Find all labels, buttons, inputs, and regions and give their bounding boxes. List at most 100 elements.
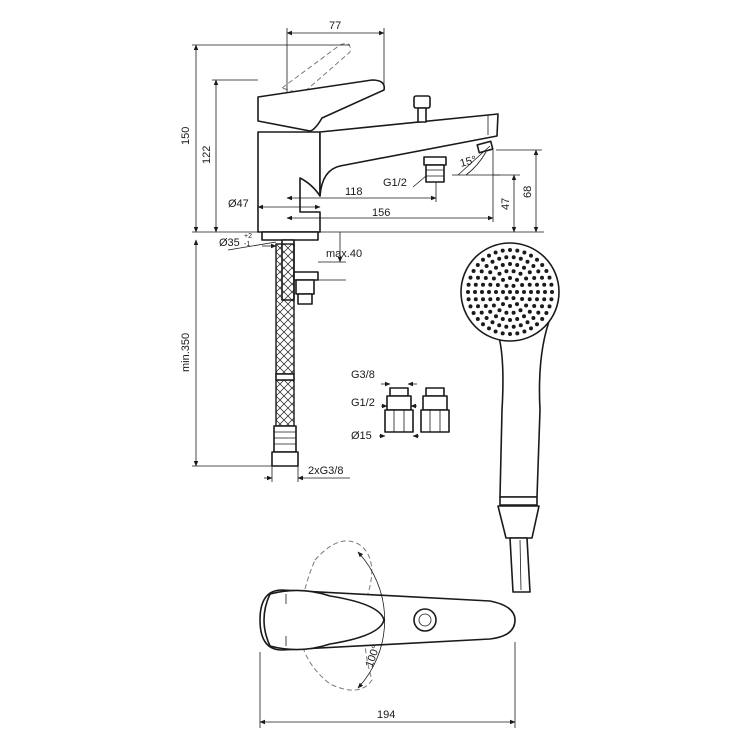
outlet-nozzle — [476, 140, 494, 154]
nozzle-dot — [529, 326, 533, 331]
supply-hose-lower — [275, 379, 295, 427]
nozzle-dot — [515, 277, 519, 282]
nozzle-dot — [497, 323, 502, 328]
nozzle-dot — [497, 271, 502, 276]
nozzle-dot — [466, 290, 470, 294]
nozzle-dot — [547, 275, 552, 280]
nozzle-dot — [508, 318, 512, 322]
nozzle-dot — [527, 297, 532, 302]
nozzle-dot — [524, 276, 529, 281]
dim-d35: Ø35 — [219, 237, 240, 249]
nozzle-dot — [518, 308, 523, 313]
nozzle-dot — [500, 317, 505, 321]
dim-g12-outlet: G1/2 — [383, 177, 407, 189]
nozzle-dot — [515, 331, 520, 336]
shower-hose — [509, 537, 531, 593]
nozzle-dot — [508, 262, 512, 266]
nozzle-dot — [483, 276, 488, 280]
nozzle-dot — [487, 253, 491, 258]
nozzle-dot — [522, 290, 526, 294]
nozzle-dot — [497, 308, 502, 313]
dim-d35-tol-plus: +2 — [244, 233, 252, 240]
nozzle-dot — [549, 282, 554, 287]
nozzle-dot — [473, 297, 478, 302]
nozzle-dot — [487, 326, 491, 331]
nozzle-dot — [475, 263, 480, 267]
nozzle-dot — [479, 310, 484, 315]
nozzle-dot — [529, 290, 533, 294]
nozzle-dot — [504, 324, 509, 329]
nozzle-dot — [487, 290, 491, 294]
nozzle-dot — [504, 296, 509, 301]
nozzle-dot — [488, 282, 493, 287]
nozzle-dot — [511, 324, 516, 329]
nozzle-dot — [493, 250, 498, 255]
nozzle-dot — [484, 264, 489, 268]
nozzle-dot — [473, 282, 478, 287]
nozzle-dot — [508, 290, 512, 294]
nozzle-dot — [493, 329, 498, 334]
nozzle-dot — [481, 322, 485, 327]
nozzle-dot — [549, 297, 554, 302]
nozzle-dot — [515, 248, 520, 253]
nozzle-dot — [531, 264, 536, 268]
nozzle-dot — [527, 282, 532, 287]
nozzle-dot — [495, 297, 500, 301]
nozzle-dot — [525, 320, 530, 325]
nozzle-dot — [504, 255, 509, 260]
nozzle-dot — [490, 320, 495, 325]
shower-outlet — [423, 156, 447, 166]
nozzle-dot — [471, 269, 476, 273]
nozzle-dot — [544, 311, 549, 315]
nozzle-dot — [511, 310, 516, 315]
dim-g38-adapter: G3/8 — [351, 369, 375, 381]
mixer-top-view: 100° 194 — [259, 540, 516, 728]
dim-max40: max.40 — [326, 248, 362, 260]
nozzle-dot — [491, 276, 496, 281]
nozzle-dot — [471, 311, 476, 315]
nozzle-dot — [495, 283, 500, 287]
nozzle-dot — [481, 257, 485, 262]
nozzle-dot — [490, 259, 495, 264]
nozzle-dot — [540, 263, 545, 267]
nozzle-dot — [481, 282, 485, 287]
dim-150: 150 — [180, 127, 192, 145]
nozzle-dot — [529, 253, 533, 258]
nozzle-dot — [473, 290, 477, 294]
nozzle-dot — [527, 270, 532, 275]
dim-100deg: 100° — [364, 644, 383, 669]
nozzle-dot — [466, 297, 471, 302]
supply-hose-upper — [275, 243, 295, 375]
nozzle-dot — [504, 310, 509, 315]
nozzle-dot — [522, 250, 527, 255]
nozzle-dot — [466, 282, 471, 287]
nozzle-dot — [511, 255, 516, 260]
nozzle-dot — [535, 297, 539, 302]
nozzle-dot — [542, 282, 547, 287]
dim-min350: min.350 — [180, 333, 192, 372]
dim-47: 47 — [500, 198, 512, 210]
nozzle-dot — [468, 304, 473, 309]
connector-adapters: G3/8 G1/2 Ø15 — [351, 369, 450, 442]
nozzle-dot — [535, 282, 539, 287]
nozzle-dot — [518, 323, 523, 328]
hand-shower — [460, 242, 560, 593]
nozzle-dot — [535, 257, 539, 262]
dim-68: 68 — [522, 186, 534, 198]
top-view-lever — [263, 589, 385, 651]
nozzle-dot — [535, 322, 539, 327]
nozzle-dot — [518, 271, 523, 276]
nozzle-dot — [540, 275, 544, 280]
nozzle-dot — [531, 316, 536, 320]
nozzle-dot — [525, 259, 530, 264]
nozzle-dot — [515, 302, 519, 307]
lever — [257, 79, 386, 132]
nozzle-dot — [511, 269, 516, 274]
nozzle-dot — [542, 297, 547, 302]
diverter-button — [413, 608, 437, 632]
dim-156: 156 — [372, 207, 390, 219]
nozzle-dot — [484, 316, 489, 320]
nozzle-dot — [515, 263, 520, 267]
nozzle-dot — [547, 304, 552, 309]
nozzle-dot — [504, 269, 509, 274]
